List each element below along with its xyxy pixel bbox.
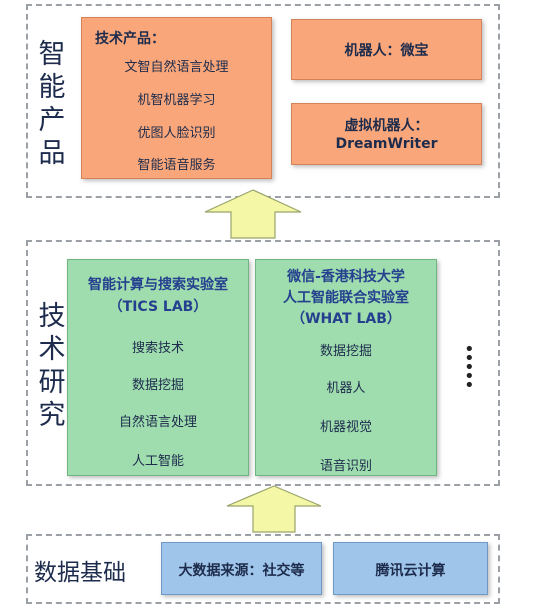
tech-product-item: 机智机器学习 <box>137 93 216 108</box>
what-lab-title-line3: （WHAT LAB） <box>291 311 401 327</box>
cloud-computing-label: 腾讯云计算 <box>375 563 446 579</box>
research-layer-title: 技术研究 <box>38 301 66 431</box>
data-layer-title: 数据基础 <box>34 560 126 586</box>
what-lab-item: 机器人 <box>326 381 366 396</box>
what-lab-box: 微信-香港科技大学 人工智能联合实验室 （WHAT LAB） 数据挖掘 机器人 … <box>255 259 437 476</box>
tech-products-title: 技术产品： <box>95 31 165 47</box>
tics-lab-item: 自然语言处理 <box>118 415 197 430</box>
tics-lab-title-line1: 智能计算与搜索实验室 <box>88 277 228 293</box>
what-lab-item: 数据挖掘 <box>319 344 372 359</box>
tech-product-item: 智能语音服务 <box>137 158 216 173</box>
products-layer-title: 智能产品 <box>38 39 66 169</box>
data-source-box: 大数据来源：社交等 <box>161 542 322 595</box>
tics-lab-item: 搜索技术 <box>131 341 184 356</box>
tech-product-item: 文智自然语言处理 <box>124 60 229 75</box>
virtual-robot-box: 虚拟机器人： DreamWriter <box>291 103 482 165</box>
what-lab-item: 机器视觉 <box>319 420 372 435</box>
what-lab-title-line2: 人工智能联合实验室 <box>283 290 409 306</box>
tics-lab-box: 智能计算与搜索实验室 （TICS LAB） 搜索技术 数据挖掘 自然语言处理 人… <box>67 259 249 476</box>
tics-lab-item: 人工智能 <box>131 454 184 469</box>
up-arrow-icon <box>204 189 302 239</box>
tech-product-item: 优图人脸识别 <box>137 126 216 141</box>
data-source-label: 大数据来源：社交等 <box>178 563 305 579</box>
robot-box: 机器人：微宝 <box>291 19 482 80</box>
cloud-computing-box: 腾讯云计算 <box>333 542 488 595</box>
what-lab-item: 语音识别 <box>319 459 372 474</box>
virtual-robot-label-line2: DreamWriter <box>335 136 438 152</box>
virtual-robot-label-line1: 虚拟机器人： <box>344 118 429 134</box>
what-lab-title-line1: 微信-香港科技大学 <box>287 269 405 285</box>
tics-lab-item: 数据挖掘 <box>131 378 184 393</box>
tics-lab-title-line2: （TICS LAB） <box>108 299 208 315</box>
more-ellipsis-icon: ••••• <box>464 339 475 396</box>
robot-label: 机器人：微宝 <box>344 43 429 59</box>
tech-products-box: 技术产品： 文智自然语言处理 机智机器学习 优图人脸识别 智能语音服务 <box>81 17 272 179</box>
up-arrow-icon <box>226 485 322 533</box>
